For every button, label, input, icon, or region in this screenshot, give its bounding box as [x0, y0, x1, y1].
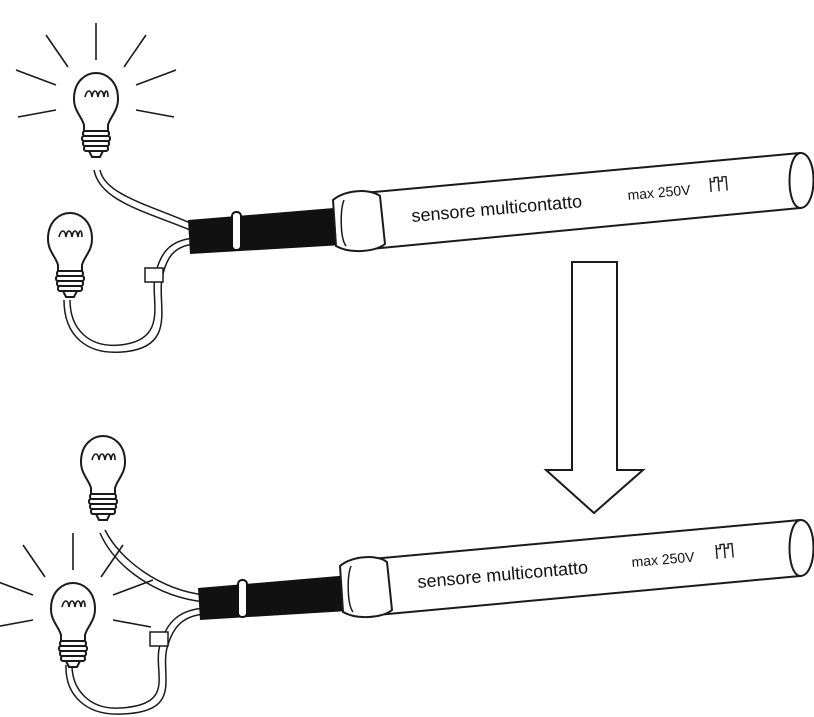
- light-bulb-icon: [15, 22, 177, 158]
- top-wires: [63, 169, 196, 354]
- bottom-wires: [65, 529, 206, 715]
- bottom-sensor-tube: sensore multicontatto max 250V: [338, 518, 814, 618]
- bottom-cable: [198, 574, 364, 620]
- light-bulb-icon: [80, 435, 126, 521]
- down-arrow-icon: [543, 261, 646, 515]
- top-sensor-tube: sensore multicontatto max 250V: [331, 151, 814, 252]
- voltage-label: max 250V: [631, 548, 696, 569]
- bottom-assembly: sensore multicontatto max 250V: [0, 435, 814, 715]
- top-assembly: sensore multicontatto max 250V: [15, 22, 814, 354]
- light-bulb-icon: [0, 532, 154, 668]
- voltage-label: max 250V: [627, 181, 692, 202]
- top-cable: [188, 206, 360, 254]
- light-bulb-icon: [47, 212, 93, 298]
